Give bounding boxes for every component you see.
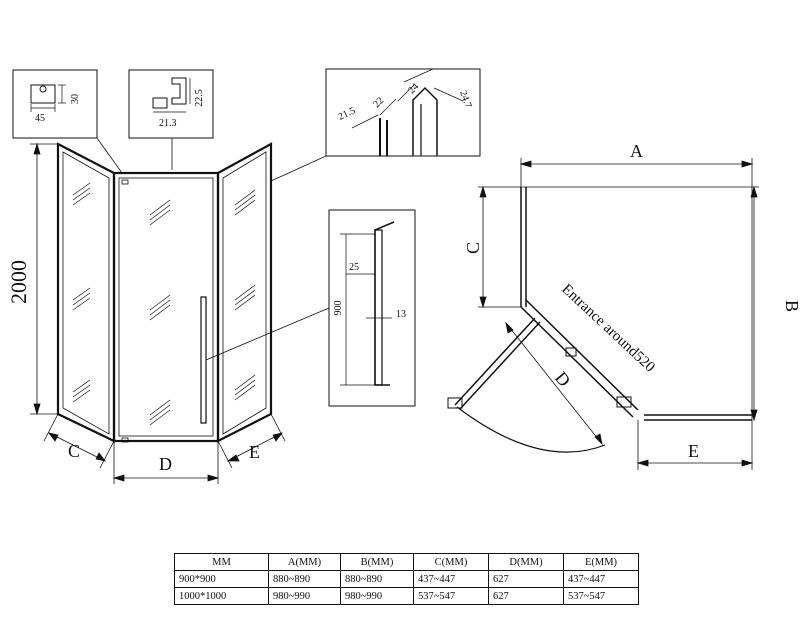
height-label: 2000 [6, 260, 31, 304]
table-row: 1000*1000 980~990 980~990 537~547 627 53… [174, 587, 639, 605]
profile-detail-wall [12, 69, 123, 174]
header-d: D(MM) [488, 553, 564, 571]
c-label-front: C [68, 441, 80, 461]
profile1-height: 30 [70, 94, 81, 104]
e-dimension-front [217, 413, 286, 469]
cell-a: 880~890 [268, 570, 341, 588]
table-row: 900*900 880~890 880~890 437~447 627 437~… [174, 570, 639, 588]
cell-d: 627 [488, 587, 564, 605]
c-label-plan: C [463, 242, 483, 254]
cell-d: 627 [488, 570, 564, 588]
cell-e: 537~547 [563, 587, 639, 605]
d-dimension-front [112, 441, 220, 484]
table-header-row: MM A(MM) B(MM) C(MM) D(MM) E(MM) [174, 553, 639, 571]
profile1-width: 45 [35, 113, 45, 124]
header-mm: MM [174, 553, 269, 571]
profile2-height: 22.5 [194, 89, 205, 107]
door-handle [200, 296, 207, 424]
e-label-front: E [249, 442, 260, 462]
b-label-plan: B [782, 300, 800, 312]
cell-a: 980~990 [268, 587, 341, 605]
d-label-front: D [159, 454, 172, 474]
header-b: B(MM) [340, 553, 414, 571]
cell-b: 880~890 [340, 570, 414, 588]
profile3-24-7: 24.7 [457, 89, 473, 109]
cell-b: 980~990 [340, 587, 414, 605]
profile2-width: 21.3 [159, 118, 177, 129]
handle-length: 900 [333, 301, 344, 316]
handle-thickness: 13 [396, 309, 406, 320]
e-label-plan: E [688, 441, 699, 461]
plan-view [447, 158, 759, 470]
profile-detail-corner [270, 68, 481, 182]
cell-e: 437~447 [563, 570, 639, 588]
left-side-panel [56, 142, 116, 443]
cell-size: 900*900 [174, 570, 269, 588]
header-e: E(MM) [563, 553, 639, 571]
a-label-plan: A [630, 141, 643, 161]
glass-reflection-marks [72, 182, 256, 426]
d-label-plan: D [551, 368, 575, 391]
handle-depth: 25 [349, 262, 359, 273]
size-spec-table: MM A(MM) B(MM) C(MM) D(MM) E(MM) 900*900… [174, 553, 639, 605]
header-a: A(MM) [268, 553, 341, 571]
front-elevation: 2000 C D E [6, 142, 286, 484]
handle-detail [205, 209, 416, 407]
cell-size: 1000*1000 [174, 587, 269, 605]
height-dimension [30, 142, 58, 416]
cell-c: 537~547 [413, 587, 489, 605]
c-dimension-front [43, 413, 115, 469]
profile3-22: 22 [371, 95, 386, 110]
cell-c: 437~447 [413, 570, 489, 588]
profile3-21-5: 21.5 [337, 105, 358, 122]
header-c: C(MM) [413, 553, 489, 571]
profile-detail-door [128, 69, 214, 170]
entrance-label: Entrance around520 [558, 281, 658, 375]
